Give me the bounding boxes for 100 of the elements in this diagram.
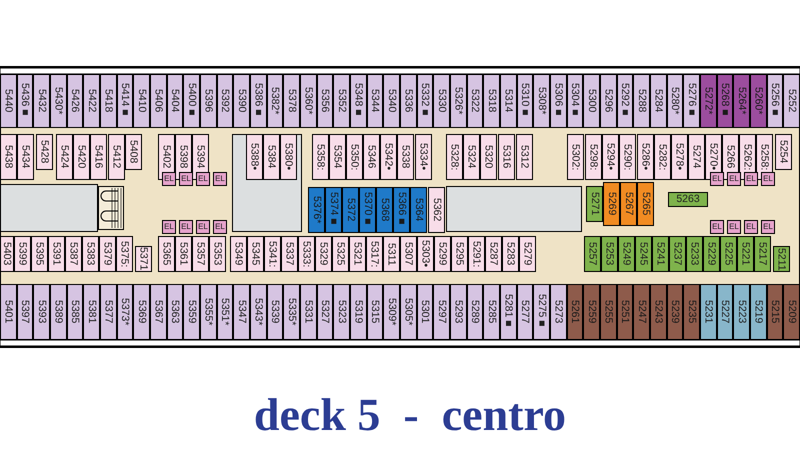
cabin-box xyxy=(754,236,770,272)
cabin-box xyxy=(233,284,250,340)
cabin-number: 5219 xyxy=(753,300,764,324)
cabin-box xyxy=(66,284,84,340)
cabin-number: 5253 xyxy=(604,242,614,266)
cabin-box xyxy=(783,74,800,128)
cabin-number: 5342• xyxy=(382,143,394,171)
cabin-number: 5363 xyxy=(170,300,180,324)
cabin-box xyxy=(450,284,467,340)
cabin-number: 5384 xyxy=(266,145,276,169)
cabin-box xyxy=(100,74,117,128)
cabin-box xyxy=(124,134,142,170)
cabin-box xyxy=(466,74,484,128)
cabin-number: 5231 xyxy=(703,300,714,324)
cabin-box xyxy=(602,134,618,180)
cabin-number: 5306■ xyxy=(553,83,564,119)
cabin-number: 5424 xyxy=(58,145,70,169)
cabin-number: 5353 xyxy=(212,242,222,266)
cabin-box xyxy=(428,187,445,233)
cabin-number: 5395 xyxy=(34,242,44,266)
cabin-number: 5355* xyxy=(203,298,214,326)
cabin-box xyxy=(716,74,734,128)
cabin-box xyxy=(280,236,298,272)
cabin-number: 5356 xyxy=(320,89,330,113)
cabin-box xyxy=(233,74,250,128)
cabin-box xyxy=(166,74,184,128)
elevator-label: EL xyxy=(198,175,208,183)
cabin-box xyxy=(533,74,550,128)
cabin-box xyxy=(50,284,67,340)
cabin-box xyxy=(183,74,200,128)
cabin-box xyxy=(300,74,317,128)
cabin-number: 5392 xyxy=(220,89,230,113)
elevator-box xyxy=(196,220,210,234)
cabin-box xyxy=(686,236,702,272)
cabin-number: 5265 xyxy=(640,192,651,216)
cabin-number: 5362 xyxy=(431,198,442,222)
elevator-box xyxy=(761,220,775,234)
cabin-number: 5374■ xyxy=(328,192,339,228)
cabin-box xyxy=(350,74,367,128)
cabin-box xyxy=(484,236,502,272)
cabin-number: 5334• xyxy=(418,143,428,171)
cabin-number: 5393 xyxy=(36,300,47,324)
cabin-number: 5223 xyxy=(736,300,747,324)
cabin-number: 5372 xyxy=(345,198,356,222)
cabin-number: 5376* xyxy=(311,196,322,224)
cabin-box xyxy=(383,74,400,128)
elevator-label: EL xyxy=(198,223,208,231)
cabin-box xyxy=(82,236,98,272)
cabin-number: 5331 xyxy=(303,300,314,324)
cabin-box xyxy=(316,284,334,340)
cabin-box xyxy=(434,236,450,272)
cabin-number: 5278• xyxy=(674,143,684,171)
cabin-number: 5328: xyxy=(448,144,460,170)
cabin-number: 5396 xyxy=(203,89,214,113)
cabin-number: 5239 xyxy=(670,300,680,324)
cabin-number: 5364 xyxy=(413,198,424,222)
cabin-number: 5373* xyxy=(120,298,130,326)
cabin-box xyxy=(116,284,134,340)
cabin-number: 5322 xyxy=(470,89,480,113)
cabin-number: 5277 xyxy=(520,300,530,324)
cabin-box xyxy=(66,74,84,128)
cabin-number: 5367 xyxy=(153,300,164,324)
cabin-box xyxy=(216,74,234,128)
cabin-number: 5335* xyxy=(286,298,297,326)
cabin-number: 5257 xyxy=(586,242,598,266)
cabin-box xyxy=(516,284,534,340)
cabin-box xyxy=(700,284,717,340)
cabin-box xyxy=(480,134,496,180)
cabin-number: 5241 xyxy=(654,242,666,266)
cabin-box xyxy=(133,74,150,128)
cabin-box xyxy=(134,246,152,272)
cabin-number: 5288 xyxy=(636,89,647,113)
cabin-number: 5385 xyxy=(70,300,80,324)
cabin-box xyxy=(498,134,514,180)
cabin-box xyxy=(666,284,684,340)
cabin-box xyxy=(733,284,750,340)
cabin-box xyxy=(342,187,359,233)
cabin-number: 5243 xyxy=(653,300,664,324)
cabin-number: 5434 xyxy=(20,145,30,169)
cabin-box xyxy=(0,236,14,272)
cabin-box xyxy=(33,74,50,128)
cabin-number: 5390 xyxy=(236,89,247,113)
cabin-box xyxy=(64,236,82,272)
cabin-box xyxy=(783,284,800,340)
cabin-box xyxy=(174,236,192,272)
cabin-box xyxy=(446,134,462,180)
cabin-number: 5258: xyxy=(758,144,770,170)
cabin-box xyxy=(192,236,208,272)
cabin-box xyxy=(83,284,100,340)
cabin-box xyxy=(636,134,654,180)
cabin-number: 5319 xyxy=(353,300,364,324)
cabin-box xyxy=(414,134,432,180)
cabin-number: 5282: xyxy=(656,144,668,170)
elevator-label: EL xyxy=(763,175,773,183)
cabin-box xyxy=(400,74,417,128)
cabin-number: 5314 xyxy=(503,89,514,113)
cabin-number: 5408 xyxy=(128,140,138,164)
cabin-number: 5235 xyxy=(686,300,697,324)
cabin-number: 5332■ xyxy=(420,83,430,119)
cabin-box xyxy=(325,187,342,233)
